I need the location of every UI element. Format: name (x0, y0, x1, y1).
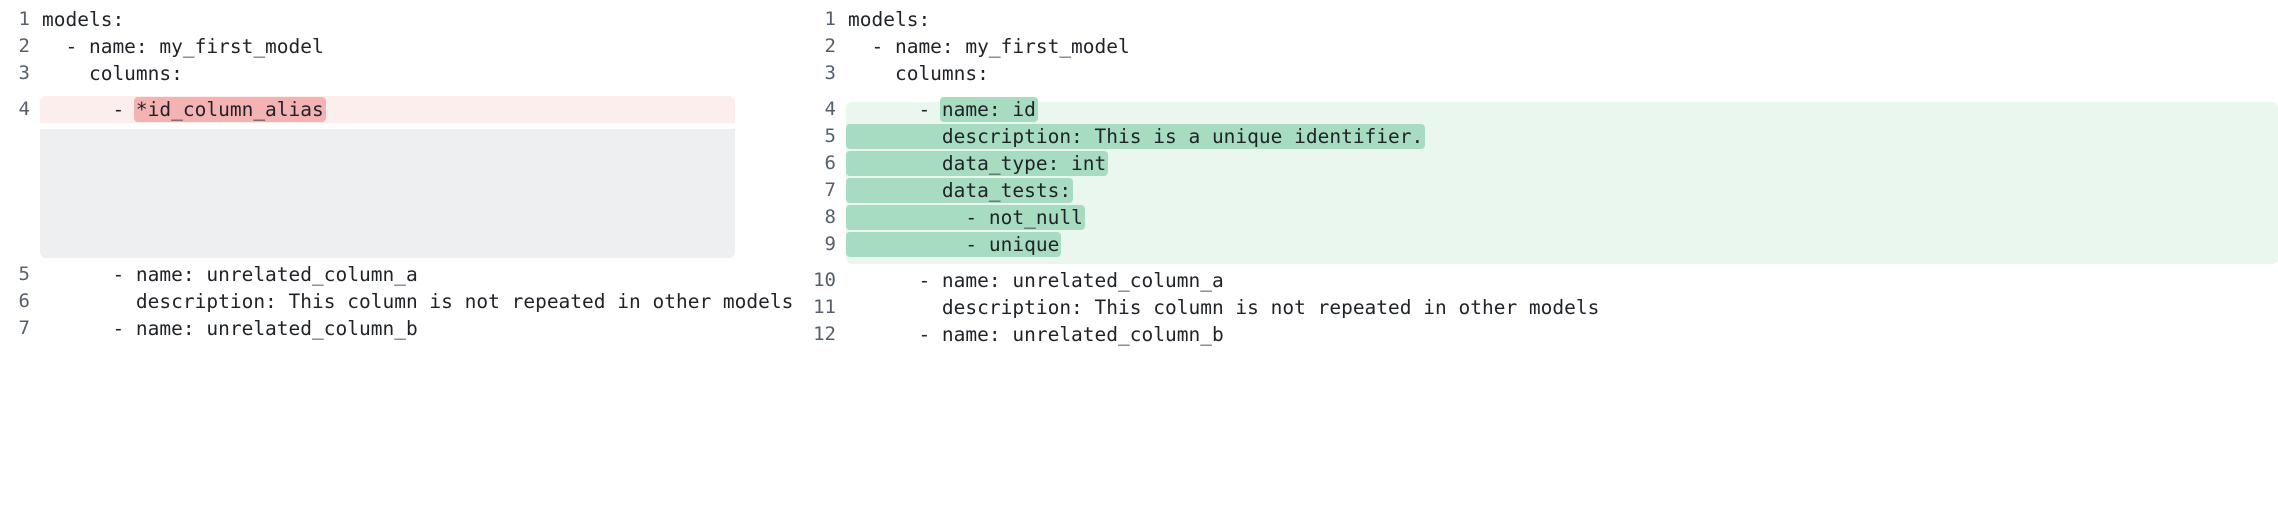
code-line-4-deleted[interactable]: 4 - *id_column_alias (0, 96, 800, 123)
section-gap (800, 87, 2278, 96)
added-token-text: description: This is a unique identifier… (941, 125, 1424, 148)
added-token-text: - unique (965, 233, 1060, 256)
line-number: 11 (813, 296, 836, 318)
code-content: columns: (42, 62, 183, 85)
code-line-1[interactable]: 1 models: (800, 6, 2278, 33)
code-indent (848, 152, 942, 175)
line-number: 3 (18, 62, 30, 84)
code-line-5-added[interactable]: 5 description: This is a unique identifi… (800, 123, 2278, 150)
line-number: 10 (813, 269, 836, 291)
code-content: data_type: int (836, 150, 1109, 177)
added-token-text: data_type: int (941, 152, 1107, 175)
after-code-body: 1 models: 2 - name: my_first_model 3 col… (800, 0, 2278, 348)
alignment-placeholder-block (40, 129, 735, 258)
line-number: 4 (824, 98, 836, 120)
line-number: 6 (824, 152, 836, 174)
code-content: - *id_column_alias (30, 96, 326, 123)
code-content: models: (42, 8, 125, 31)
line-number: 1 (824, 8, 836, 30)
code-line-7[interactable]: 7 - name: unrelated_column_b (0, 315, 800, 342)
code-line-1[interactable]: 1 models: (0, 6, 800, 33)
line-number: 1 (18, 8, 30, 30)
code-line-7-added[interactable]: 7 data_tests: (800, 177, 2278, 204)
line-number: 7 (824, 179, 836, 201)
line-number: 5 (824, 125, 836, 147)
line-number: 6 (18, 290, 30, 312)
line-number: 2 (18, 35, 30, 57)
section-gap (0, 87, 800, 96)
code-indent: - (848, 98, 942, 121)
line-number: 9 (824, 233, 836, 255)
before-code-body: 1 models: 2 - name: my_first_model 3 col… (0, 0, 800, 342)
code-content: description: This is a unique identifier… (836, 123, 1426, 150)
code-content: - not_null (836, 204, 1085, 231)
added-token-text: - not_null (965, 206, 1083, 229)
added-token: data_type: int (846, 151, 1109, 176)
code-line-4-added[interactable]: 4 - name: id (800, 96, 2278, 123)
code-line-3[interactable]: 3 columns: (800, 60, 2278, 87)
code-line-5[interactable]: 5 - name: unrelated_column_a (0, 261, 800, 288)
code-indent (848, 125, 942, 148)
code-line-9-added[interactable]: 9 - unique (800, 231, 2278, 258)
code-line-10[interactable]: 10 - name: unrelated_column_a (800, 267, 2278, 294)
code-line-6-added[interactable]: 6 data_type: int (800, 150, 2278, 177)
code-line-2[interactable]: 2 - name: my_first_model (0, 33, 800, 60)
code-content: - name: unrelated_column_b (42, 317, 418, 340)
code-line-2[interactable]: 2 - name: my_first_model (800, 33, 2278, 60)
code-content: description: This column is not repeated… (848, 296, 1600, 319)
code-content: data_tests: (836, 177, 1074, 204)
code-line-8-added[interactable]: 8 - not_null (800, 204, 2278, 231)
line-number: 4 (18, 98, 30, 120)
code-content: description: This column is not repeated… (42, 290, 794, 313)
deleted-token: *id_column_alias (133, 97, 326, 122)
code-line-11[interactable]: 11 description: This column is not repea… (800, 294, 2278, 321)
code-indent (848, 233, 965, 256)
line-number: 3 (824, 62, 836, 84)
added-token-text: data_tests: (941, 179, 1072, 202)
code-line-6[interactable]: 6 description: This column is not repeat… (0, 288, 800, 315)
code-indent: - (42, 98, 136, 121)
added-token: data_tests: (846, 178, 1074, 203)
line-number: 8 (824, 206, 836, 228)
code-content: - name: my_first_model (848, 35, 1130, 58)
code-content: models: (848, 8, 931, 31)
added-token: - unique (846, 232, 1062, 257)
code-content: - unique (836, 231, 1062, 258)
code-content: - name: my_first_model (42, 35, 324, 58)
line-number: 12 (813, 323, 836, 345)
added-token: name: id (939, 97, 1038, 122)
line-number: 2 (824, 35, 836, 57)
code-line-12[interactable]: 12 - name: unrelated_column_b (800, 321, 2278, 348)
code-line-3[interactable]: 3 columns: (0, 60, 800, 87)
diff-pane-after: 1 models: 2 - name: my_first_model 3 col… (800, 0, 2278, 528)
line-number: 7 (18, 317, 30, 339)
code-content: - name: unrelated_column_b (848, 323, 1224, 346)
code-content: columns: (848, 62, 989, 85)
line-number: 5 (18, 263, 30, 285)
code-content: - name: unrelated_column_a (42, 263, 418, 286)
code-indent (848, 179, 942, 202)
diff-pane-before: 1 models: 2 - name: my_first_model 3 col… (0, 0, 800, 528)
code-content: - name: id (836, 96, 1038, 123)
added-token: description: This is a unique identifier… (846, 124, 1426, 149)
code-content: - name: unrelated_column_a (848, 269, 1224, 292)
added-token: - not_null (846, 205, 1085, 230)
code-indent (848, 206, 965, 229)
